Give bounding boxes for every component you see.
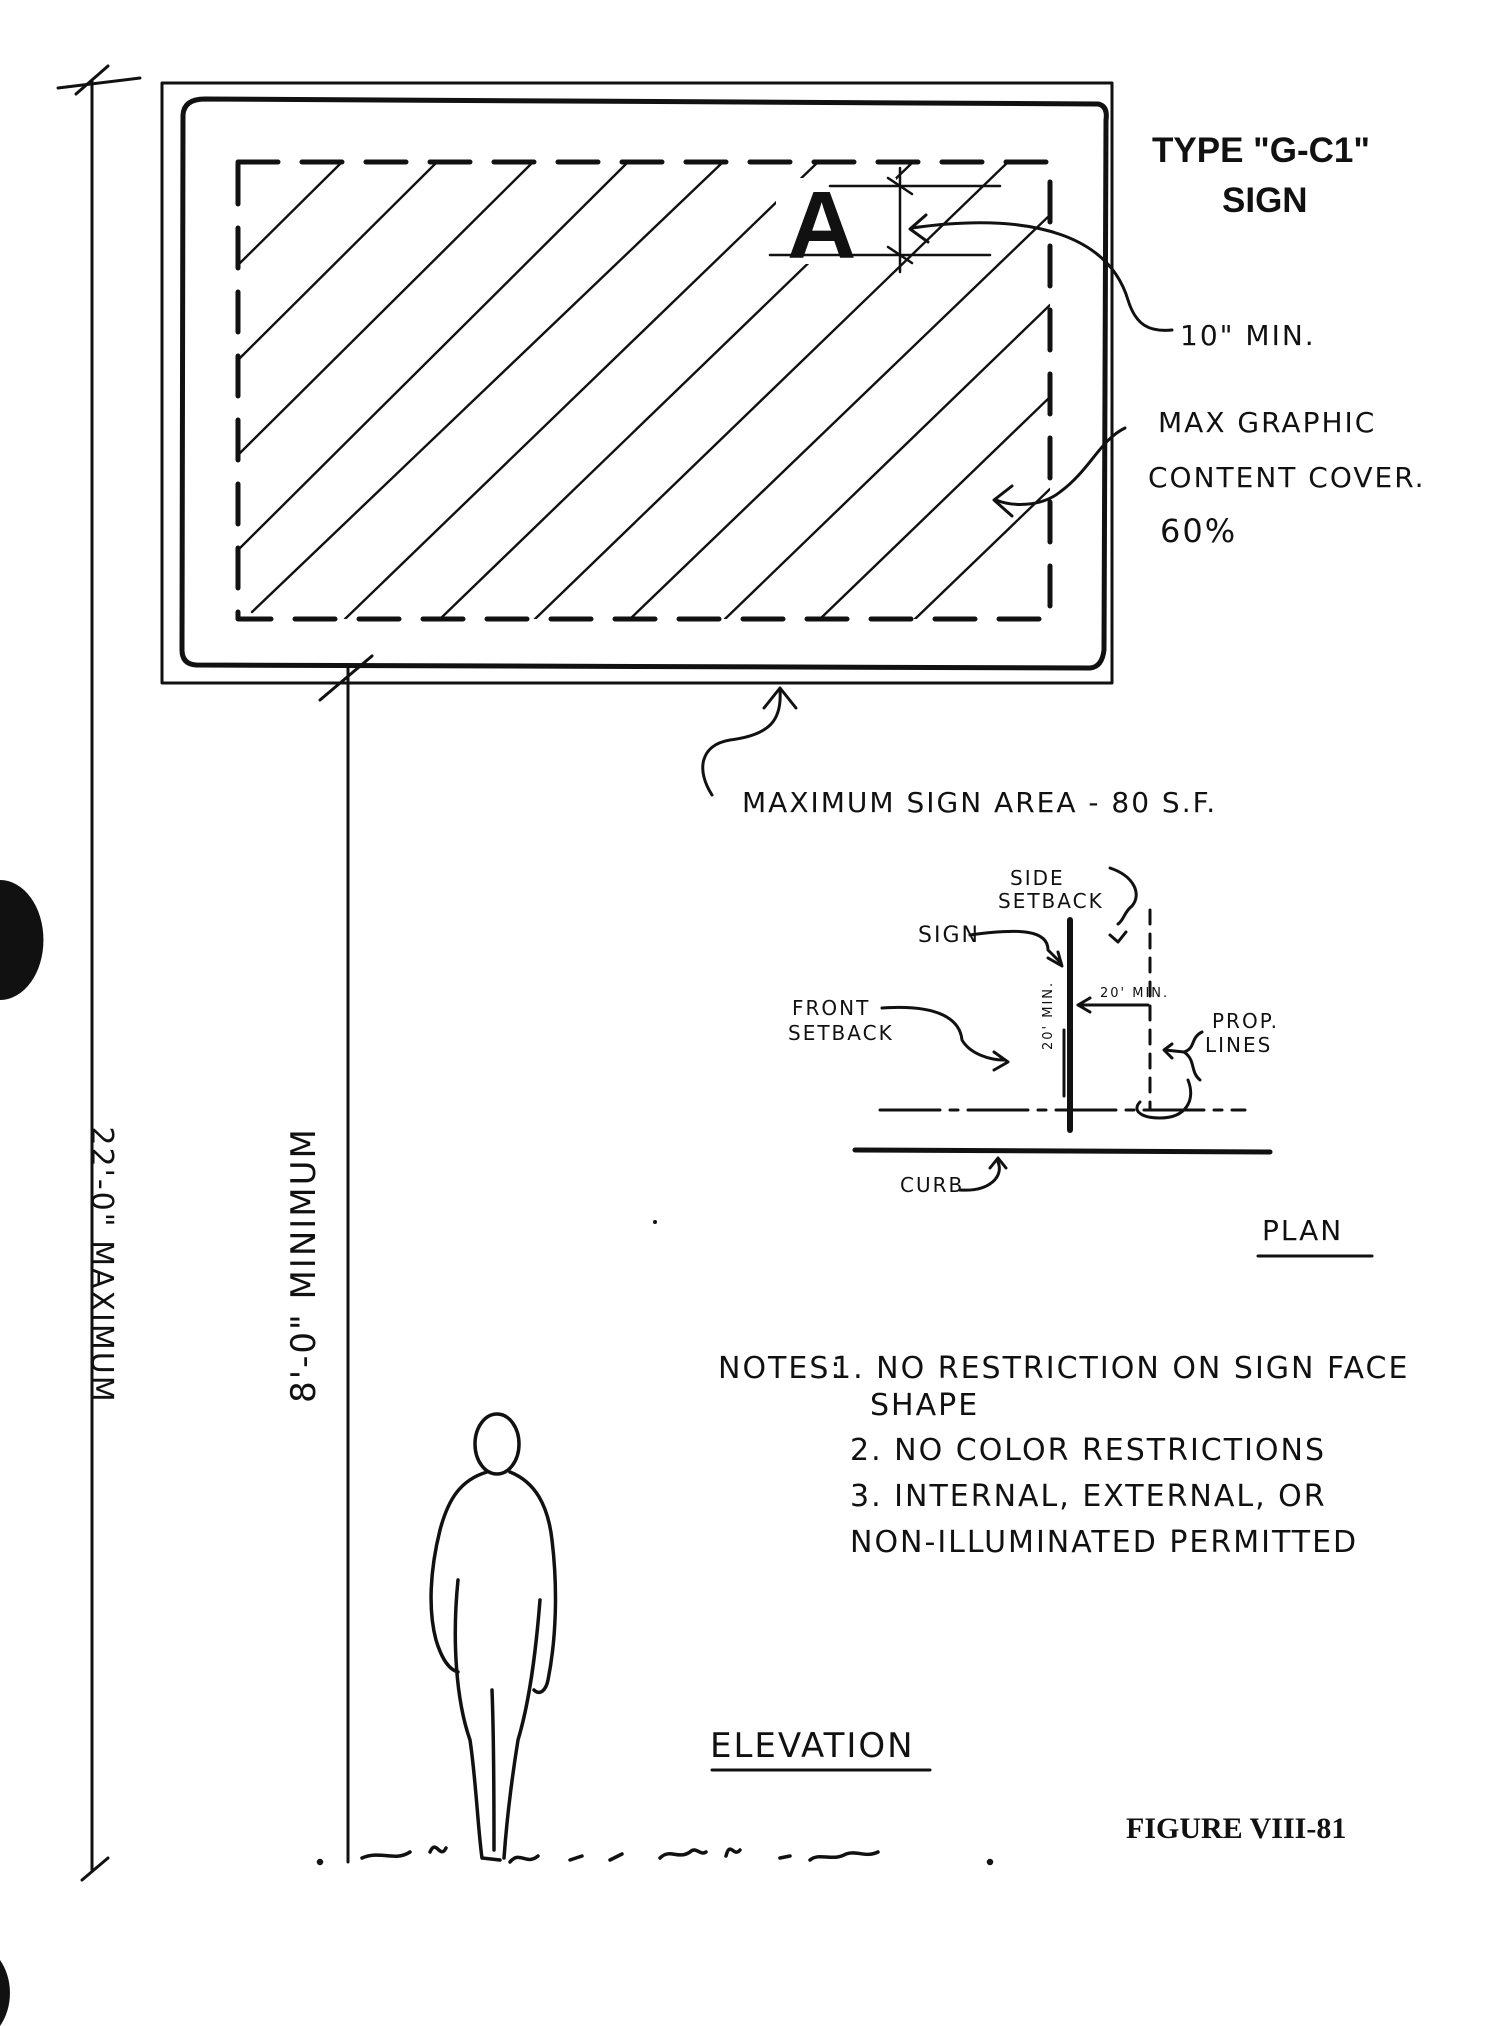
graphic-hatching — [238, 162, 1050, 619]
note-item-3: 3. INTERNAL, EXTERNAL, OR — [850, 1479, 1327, 1514]
note-item-1-cont: SHAPE — [870, 1388, 979, 1423]
sign-area-note: MAXIMUM SIGN AREA - 80 S.F. — [742, 786, 1217, 819]
plan-front-dim: 20' MIN. — [1041, 981, 1056, 1050]
overall-height-dimension — [56, 64, 142, 1882]
graphic-note-line-1: MAX GRAPHIC — [1158, 406, 1376, 439]
note-item-2: 2. NO COLOR RESTRICTIONS — [850, 1433, 1326, 1468]
title-line-1: TYPE "G-C1" — [1152, 131, 1370, 170]
graphic-content-zone — [235, 159, 1053, 622]
clearance-label: 8'-0" MINIMUM — [284, 1127, 324, 1403]
figure-label: FIGURE VIII-81 — [1126, 1812, 1346, 1845]
sign-letter-a: A — [787, 172, 856, 279]
elevation-label: ELEVATION — [710, 1726, 915, 1766]
sign-pole — [318, 654, 374, 1864]
plan-prop-lines-2: LINES — [1205, 1033, 1272, 1057]
plan-side-setback-2: SETBACK — [998, 889, 1104, 913]
plan-view: SIDE SETBACK SIGN FRONT SETBACK 20' MIN.… — [788, 866, 1374, 1258]
plan-sign-label: SIGN — [918, 923, 980, 948]
scan-dot — [653, 1220, 657, 1224]
plan-front-setback-1: FRONT — [792, 996, 870, 1020]
plan-side-setback-1: SIDE — [1010, 866, 1065, 890]
sign-area-leader — [701, 686, 798, 797]
note-item-1: 1. NO RESTRICTION ON SIGN FACE — [832, 1351, 1409, 1386]
letter-height-note: 10" MIN. — [1180, 319, 1316, 352]
sign-board — [160, 81, 1114, 685]
notes: NOTES: 1. NO RESTRICTION ON SIGN FACE SH… — [718, 1351, 1409, 1560]
graphic-content-leader — [992, 426, 1127, 518]
plan-curb-label: CURB — [900, 1173, 964, 1197]
graphic-note-line-3: 60% — [1160, 512, 1237, 550]
plan-prop-lines-1: PROP. — [1212, 1009, 1279, 1033]
human-figure — [429, 1412, 558, 1862]
punch-hole-top — [0, 880, 44, 1000]
note-item-3-cont: NON-ILLUMINATED PERMITTED — [850, 1525, 1358, 1560]
plan-front-setback-2: SETBACK — [788, 1021, 894, 1045]
letter-height-leader — [908, 213, 1174, 332]
ground-line — [316, 1845, 994, 1866]
punch-hole-bottom — [0, 1960, 10, 2026]
title-line-2: SIGN — [1222, 181, 1308, 220]
overall-height-label: 22'-0" MAXIMUM — [84, 1126, 119, 1403]
notes-heading: NOTES: — [718, 1351, 843, 1386]
letter-height-dimension — [768, 166, 1002, 274]
plan-label: PLAN — [1262, 1214, 1343, 1247]
graphic-note-line-2: CONTENT COVER. — [1148, 461, 1426, 494]
plan-side-dim: 20' MIN. — [1100, 986, 1169, 1001]
